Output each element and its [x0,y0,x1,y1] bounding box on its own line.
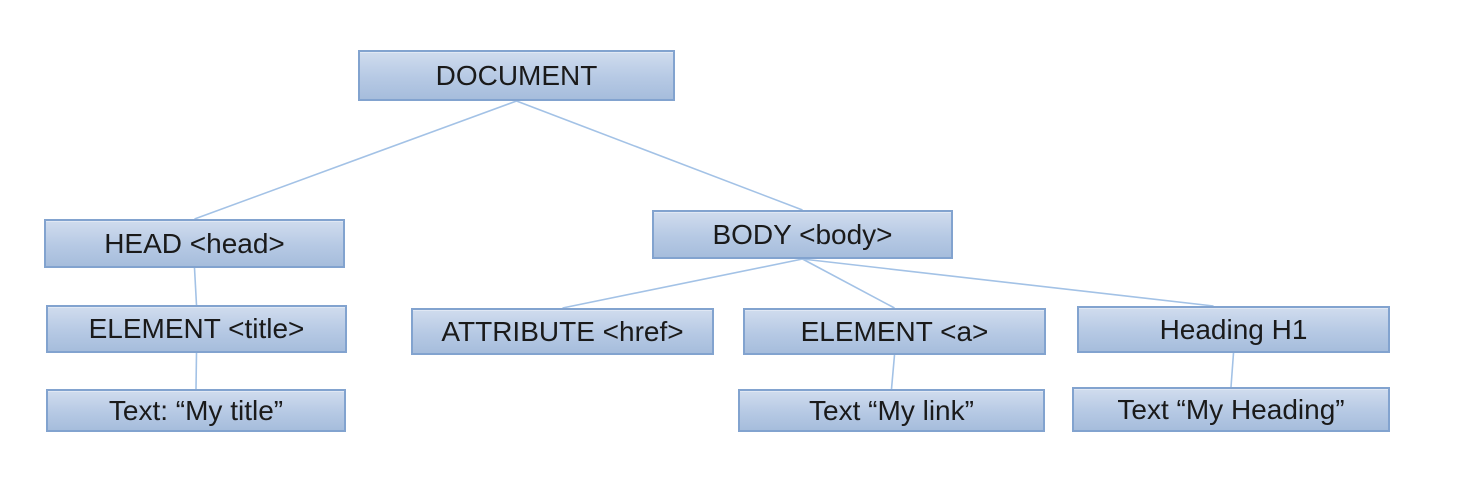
node-label-element-title: ELEMENT <title> [88,313,305,344]
edge-body-to-heading-h1 [802,258,1214,307]
node-text-my-link: Text “My link” [738,389,1045,432]
node-label-text-my-heading: Text “My Heading” [1117,393,1345,425]
node-label-element-a: ELEMENT <a> [800,315,989,347]
node-document: DOCUMENT [358,50,675,101]
node-label-head: HEAD <head> [104,227,285,259]
edge-head-to-element-title [193,267,198,306]
node-element-a: ELEMENT <a> [743,308,1046,355]
node-heading-h1: Heading H1 [1077,306,1390,353]
node-label-body: BODY <body> [712,218,893,250]
node-body: BODY <body> [652,210,953,259]
edge-body-to-element-a [802,258,895,309]
edge-document-to-head [194,100,517,220]
edge-body-to-attribute-href [562,258,803,309]
node-label-attribute-href: ATTRIBUTE <href> [441,315,684,347]
edge-heading-h1-to-text-my-heading [1230,352,1235,388]
node-label-heading-h1: Heading H1 [1159,313,1308,345]
node-text-my-heading: Text “My Heading” [1072,387,1390,432]
edge-element-a-to-text-my-link [890,354,896,390]
edge-element-title-to-text-my-title [195,352,198,390]
node-label-document: DOCUMENT [435,59,598,91]
node-element-title: ELEMENT <title> [46,305,347,353]
edge-document-to-body [516,100,803,211]
node-text-my-title: Text: “My title” [46,389,346,432]
node-head: HEAD <head> [44,219,345,268]
node-label-text-my-title: Text: “My title” [108,394,284,426]
node-attribute-href: ATTRIBUTE <href> [411,308,714,355]
node-label-text-my-link: Text “My link” [809,394,974,426]
